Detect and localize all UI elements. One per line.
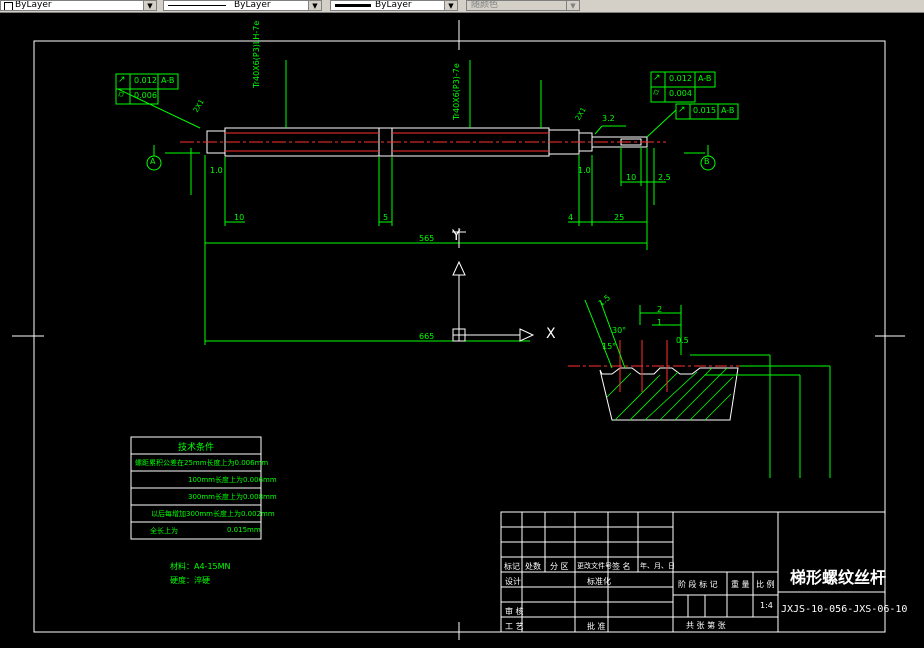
crosshair-cursor bbox=[452, 228, 466, 248]
tb-standard: 标准化 bbox=[587, 577, 611, 586]
tb-review: 审 核 bbox=[505, 607, 524, 616]
heat-note: 硬度：淬硬 bbox=[170, 576, 210, 585]
tech-req-row-5-value: 0.015mm bbox=[227, 526, 261, 534]
datum-a-label: A bbox=[150, 157, 156, 166]
gdt-frame-right bbox=[650, 71, 739, 120]
datum-markers bbox=[146, 145, 716, 171]
drawing-number: JXJS-10-056-JXS-06-10 bbox=[781, 604, 908, 615]
lineweight-control-value: ByLayer bbox=[375, 0, 412, 10]
tech-req-row-5: 全长上为 bbox=[150, 527, 178, 535]
dim-overall-bottom: 665 bbox=[419, 332, 435, 341]
gdt-right-row3-symbol: ↗ bbox=[678, 105, 686, 115]
thread-profile-detail bbox=[568, 299, 831, 478]
tech-req-table bbox=[130, 436, 262, 540]
dim-30: 30° bbox=[612, 326, 627, 335]
tb-sheets: 共 张 第 张 bbox=[686, 621, 726, 630]
gdt-right-row2-value: 0.004 bbox=[669, 89, 692, 98]
thread-callout-mid: Tr40X6(P3)-7e bbox=[452, 63, 461, 120]
gdt-frame-left bbox=[115, 73, 179, 105]
dim-2-5: 2.5 bbox=[658, 173, 671, 182]
thread-callout-left: Tr40X6(P3)LH-7e bbox=[252, 20, 261, 88]
dimension-lines bbox=[117, 60, 705, 345]
gdt-left-row1-symbol: ↗ bbox=[118, 75, 126, 85]
dim-10-right: 10 bbox=[626, 173, 637, 182]
tb-scale-value: 1:4 bbox=[760, 601, 773, 610]
dim-15: 15° bbox=[602, 342, 617, 351]
tech-req-row-4: 以后每增加300mm长度上为0.002mm bbox=[151, 510, 275, 518]
tb-change-doc: 更改文件号 bbox=[577, 562, 612, 570]
gdt-right-row3-datum: A-B bbox=[721, 106, 735, 115]
sheet-border bbox=[12, 20, 905, 640]
gdt-right-row3-value: 0.015 bbox=[693, 106, 716, 115]
thread-minor-lines bbox=[225, 132, 549, 152]
ucs-icon bbox=[452, 260, 535, 342]
lineweight-preview-icon bbox=[335, 4, 371, 7]
tb-mark: 标记 bbox=[504, 562, 520, 571]
gdt-left-row2-symbol: ⌭ bbox=[118, 90, 125, 100]
tech-req-title: 技术条件 bbox=[178, 443, 215, 453]
ucs-x-label: X bbox=[546, 326, 556, 342]
dim-r1-right: 1.0 bbox=[578, 166, 591, 175]
tech-req-row-2: 100mm长度上为0.006mm bbox=[188, 476, 277, 484]
dim-1: 1 bbox=[657, 318, 663, 327]
tb-scale: 比 例 bbox=[756, 580, 775, 589]
title-block bbox=[500, 511, 886, 633]
tb-count: 处数 bbox=[525, 562, 541, 571]
linetype-preview-icon bbox=[168, 5, 226, 6]
color-swatch-icon bbox=[4, 2, 13, 10]
gdt-right-row1-symbol: ↗ bbox=[653, 73, 661, 83]
gdt-right-row2-symbol: ⌭ bbox=[653, 88, 660, 98]
dim-10-left: 10 bbox=[234, 213, 245, 222]
tb-process: 工 艺 bbox=[505, 622, 524, 631]
gdt-right-row1-datum: A-B bbox=[698, 74, 712, 83]
tech-req-row-3: 300mm长度上为0.008mm bbox=[188, 493, 277, 501]
part-name: 梯形螺纹丝杆 bbox=[790, 568, 887, 587]
dim-2: 2 bbox=[657, 305, 663, 314]
dim-25: 25 bbox=[614, 213, 625, 222]
tb-sign: 签 名 bbox=[612, 562, 631, 571]
gdt-left-row2-value: 0.006 bbox=[134, 91, 157, 100]
tech-req-row-1: 螺距累积公差在25mm长度上为0.006mm bbox=[135, 459, 269, 467]
tb-zone: 分 区 bbox=[550, 562, 569, 571]
linetype-control[interactable]: ByLayer ▼ bbox=[163, 0, 322, 11]
chevron-down-icon: ▼ bbox=[566, 1, 579, 10]
dim-4: 4 bbox=[568, 213, 574, 222]
dim-r1-left: 1.0 bbox=[210, 166, 223, 175]
properties-toolbar: ByLayer ▼ ByLayer ▼ ByLayer ▼ 随颜色 ▼ bbox=[0, 0, 924, 13]
dim-3-2: 3.2 bbox=[602, 114, 615, 123]
dim-overall-top: 565 bbox=[419, 234, 435, 243]
dim-5: 5 bbox=[383, 213, 389, 222]
gdt-right-row1-value: 0.012 bbox=[669, 74, 692, 83]
plotstyle-control-value: 随颜色 bbox=[471, 0, 499, 10]
datum-b-label: B bbox=[704, 157, 710, 166]
ucs-y-label: Y bbox=[452, 228, 461, 244]
color-control[interactable]: ByLayer ▼ bbox=[0, 0, 157, 11]
dim-0-5: 0.5 bbox=[676, 336, 689, 345]
material-note: 材料：A4-15MN bbox=[170, 562, 231, 571]
plotstyle-control[interactable]: 随颜色 ▼ bbox=[466, 0, 580, 11]
chevron-down-icon[interactable]: ▼ bbox=[444, 1, 457, 10]
chevron-down-icon[interactable]: ▼ bbox=[308, 1, 321, 10]
tb-weight: 重 量 bbox=[731, 580, 750, 589]
tb-date: 年、月、日 bbox=[640, 562, 675, 570]
lineweight-control[interactable]: ByLayer ▼ bbox=[330, 0, 458, 11]
gdt-left-row1-value: 0.012 bbox=[134, 76, 157, 85]
linetype-control-value: ByLayer bbox=[234, 0, 271, 10]
tb-stage: 阶 段 标 记 bbox=[678, 580, 718, 589]
tb-design: 设计 bbox=[505, 577, 521, 586]
tb-approve: 批 准 bbox=[587, 622, 606, 631]
color-control-value: ByLayer bbox=[15, 0, 52, 10]
chevron-down-icon[interactable]: ▼ bbox=[143, 1, 156, 10]
gdt-left-row1-datum: A-B bbox=[161, 76, 175, 85]
